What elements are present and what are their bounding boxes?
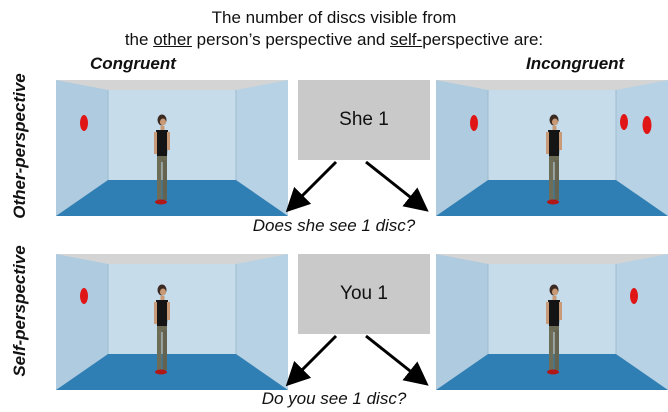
arrow-right-top (365, 160, 429, 212)
room-panel-other-incongruent (436, 80, 668, 216)
red-disc (630, 288, 638, 304)
arrow-left-bottom (285, 334, 338, 387)
red-disc (642, 116, 652, 134)
room-panel-self-incongruent (436, 254, 668, 390)
title-underlined-other: other (153, 30, 192, 49)
title-text: person’s perspective and (191, 30, 391, 49)
question-other: Does she see 1 disc? (252, 216, 416, 235)
row-label-self-perspective: Self-perspective (10, 245, 29, 377)
title-underlined-self: self- (390, 30, 423, 49)
red-disc (80, 288, 88, 304)
red-disc (80, 115, 88, 131)
row-label-other-perspective: Other-perspective (10, 73, 29, 219)
arrow-left-top (285, 160, 338, 213)
cue-text-self: You 1 (340, 283, 388, 304)
room-panel-self-congruent (56, 254, 288, 390)
title-text: the (124, 30, 154, 49)
question-self: Do you see 1 disc? (261, 389, 407, 408)
column-header-congruent: Congruent (90, 54, 176, 73)
red-disc (620, 114, 628, 130)
red-disc (470, 115, 478, 131)
room-panel-other-congruent (56, 80, 288, 216)
title-text: perspective are: (422, 30, 544, 49)
column-header-incongruent: Incongruent (526, 54, 625, 73)
title-line-2: the other person’s perspective and self-… (0, 30, 668, 50)
arrow-right-bottom (365, 334, 429, 386)
title-line-1: The number of discs visible from (211, 8, 457, 27)
cue-box-self: You 1 (298, 254, 430, 334)
cue-text-other: She 1 (339, 109, 389, 130)
cue-box-other: She 1 (298, 80, 430, 160)
